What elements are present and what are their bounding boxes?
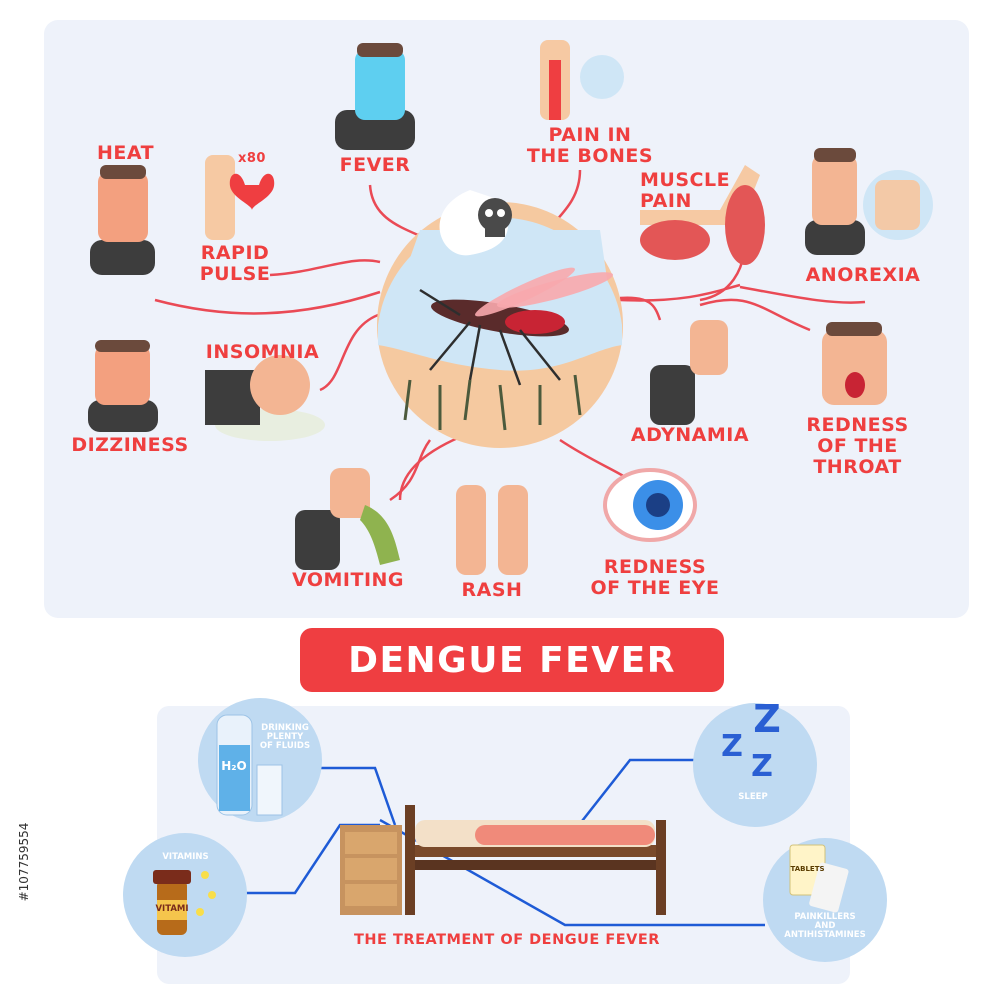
label-rapid-pulse: RAPID PULSE	[199, 242, 271, 285]
insomnia-person-illustration	[205, 355, 325, 441]
bone-pain-illustration	[540, 40, 624, 120]
eye-illustration	[603, 468, 697, 542]
vitamin-bottle-illustration	[153, 870, 216, 935]
label-pulse-count: x80	[238, 151, 266, 166]
label-vomiting: VOMITING	[291, 569, 405, 591]
rapid-pulse-illustration	[205, 155, 275, 240]
vomiting-person-illustration	[295, 468, 400, 570]
zzz-small: Z	[721, 729, 743, 764]
label-anorexia: ANOREXIA	[805, 264, 921, 286]
label-fever: FEVER	[339, 154, 411, 176]
label-sleep: SLEEP	[738, 792, 768, 802]
heat-person-illustration	[90, 165, 155, 275]
sleep-circle	[693, 703, 817, 827]
dizziness-person-illustration	[88, 340, 158, 432]
label-muscle-pain: MUSCLE PAIN	[640, 169, 731, 212]
symptom-connectors	[154, 169, 866, 502]
nightstand-illustration	[340, 825, 402, 915]
title-banner: DENGUE FEVER	[300, 628, 724, 692]
label-redness-throat: REDNESS OF THE THROAT	[806, 414, 909, 478]
label-bone-pain: PAIN IN THE BONES	[526, 124, 654, 167]
label-heat: HEAT	[96, 142, 155, 164]
adynamia-person-illustration	[650, 320, 728, 425]
muscle-pain-illustration	[640, 165, 765, 265]
mosquito-illustration	[377, 190, 623, 448]
water-bottle-illustration	[216, 714, 283, 816]
label-h2o: H₂O	[221, 759, 247, 773]
label-painkillers: PAINKILLERS AND ANTIHISTAMINES	[784, 912, 866, 940]
treatment-footer-label: THE TREATMENT OF DENGUE FEVER	[354, 932, 660, 948]
label-vitamin-bottle: VITAMI	[155, 904, 189, 914]
throat-person-illustration	[822, 322, 887, 405]
label-dizziness: DIZZINESS	[71, 434, 189, 456]
zzz-medium: Z	[751, 749, 773, 784]
label-drinking-fluids: DRINKING PLENTY OF FLUIDS	[259, 723, 311, 751]
rash-illustration	[456, 485, 528, 575]
fever-person-illustration	[335, 43, 415, 150]
label-insomnia: INSOMNIA	[205, 341, 320, 363]
tablets-illustration	[789, 844, 849, 913]
label-vitamins: VITAMINS	[162, 852, 209, 862]
label-rash: RASH	[461, 579, 523, 601]
bed-illustration	[405, 805, 666, 915]
stock-watermark: #107759554	[17, 822, 31, 902]
label-tablets: TABLETS	[790, 865, 825, 873]
label-adynamia: ADYNAMIA	[630, 424, 750, 446]
anorexia-person-illustration	[805, 148, 933, 255]
label-redness-eye: REDNESS OF THE EYE	[590, 556, 720, 599]
zzz-large: Z	[753, 697, 781, 741]
